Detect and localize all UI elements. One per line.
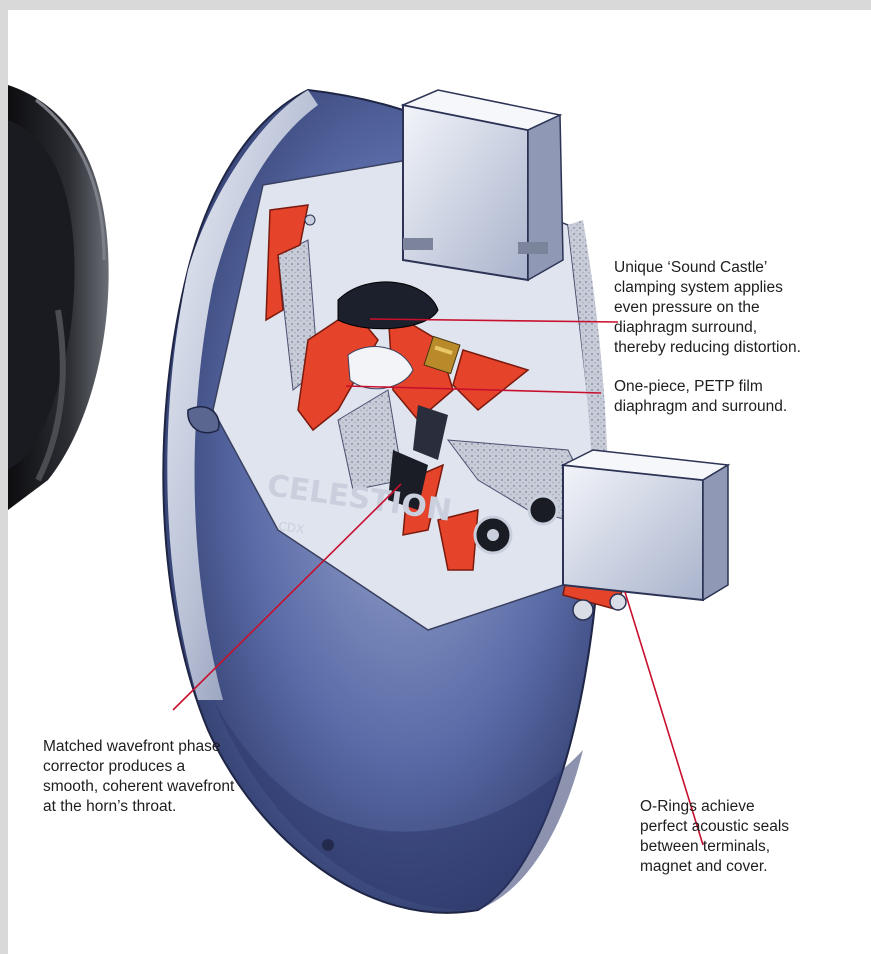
compression-driver-cutaway-illustration: CELESTION CDX (163, 90, 728, 913)
callout-line: magnet and cover. (640, 857, 789, 877)
callout-line: Unique ‘Sound Castle’ (614, 258, 801, 278)
callout-line: corrector produces a (43, 757, 234, 777)
callout-line: thereby reducing distortion. (614, 338, 801, 358)
callout-line: O-Rings achieve (640, 797, 789, 817)
neighbouring-driver-edge-illustration (8, 85, 109, 510)
callout-line: One-piece, PETP film (614, 377, 787, 397)
callout-line: Matched wavefront phase (43, 737, 234, 757)
callout-phase-corrector: Matched wavefront phase corrector produc… (43, 737, 234, 817)
callout-line: perfect acoustic seals (640, 817, 789, 837)
callout-line: smooth, coherent wavefront (43, 777, 234, 797)
callout-sound-castle: Unique ‘Sound Castle’ clamping system ap… (614, 258, 801, 358)
callout-line: diaphragm and surround. (614, 397, 787, 417)
callout-line: even pressure on the (614, 298, 801, 318)
callout-diaphragm: One-piece, PETP film diaphragm and surro… (614, 377, 787, 417)
callout-line: between terminals, (640, 837, 789, 857)
callout-line: clamping system applies (614, 278, 801, 298)
callout-line: at the horn’s throat. (43, 797, 234, 817)
callout-o-rings: O-Rings achieve perfect acoustic seals b… (640, 797, 789, 877)
diagram-canvas: CELESTION CDX Unique ‘Sound Castle’ clam… (8, 10, 871, 954)
callout-line: diaphragm surround, (614, 318, 801, 338)
